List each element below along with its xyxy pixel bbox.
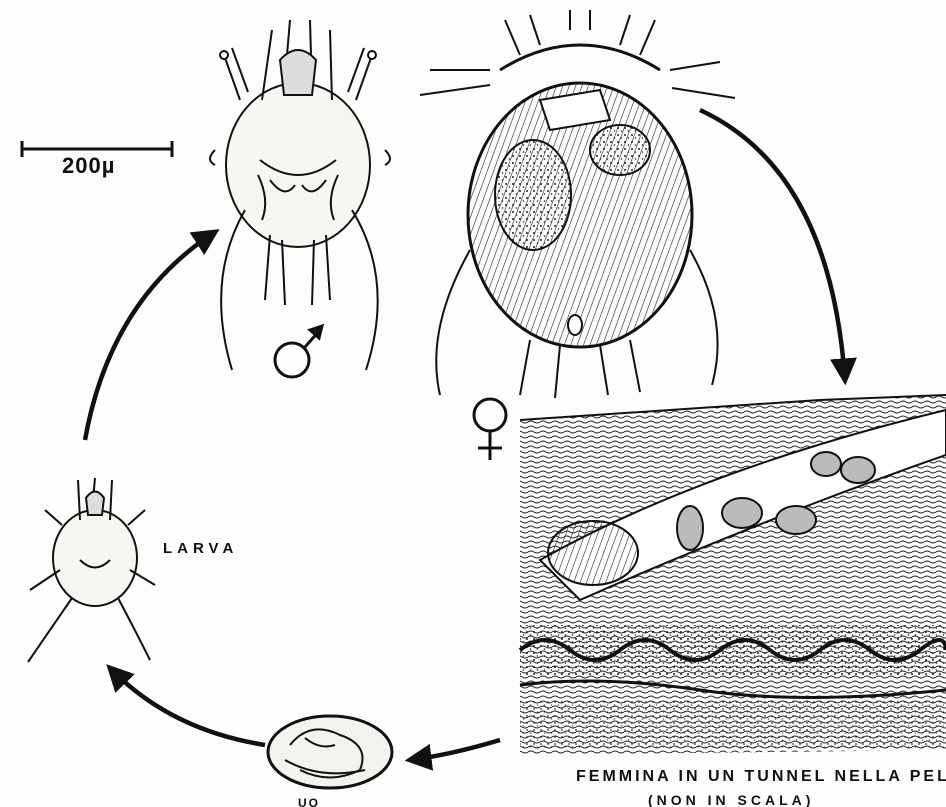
female-symbol bbox=[474, 399, 506, 460]
larva-drawing bbox=[28, 478, 155, 662]
arrow-egg-to-larva bbox=[110, 668, 265, 745]
egg-label: UO bbox=[298, 796, 320, 807]
arrow-female-to-tunnel bbox=[700, 110, 845, 380]
egg-drawing bbox=[268, 716, 392, 788]
skin-tunnel-panel bbox=[520, 395, 946, 755]
larva-label: LARVA bbox=[163, 540, 238, 557]
scale-bar-label: 200µ bbox=[62, 153, 115, 179]
arrow-larva-to-male bbox=[85, 232, 215, 440]
female-mite-drawing bbox=[420, 10, 735, 398]
skin-tunnel-caption-note: (NON IN SCALA) bbox=[648, 792, 814, 807]
arrow-tunnel-to-egg bbox=[410, 740, 500, 760]
skin-tunnel-caption: FEMMINA IN UN TUNNEL NELLA PELLE bbox=[576, 768, 946, 786]
male-symbol bbox=[275, 326, 322, 377]
male-mite-drawing bbox=[210, 20, 390, 370]
